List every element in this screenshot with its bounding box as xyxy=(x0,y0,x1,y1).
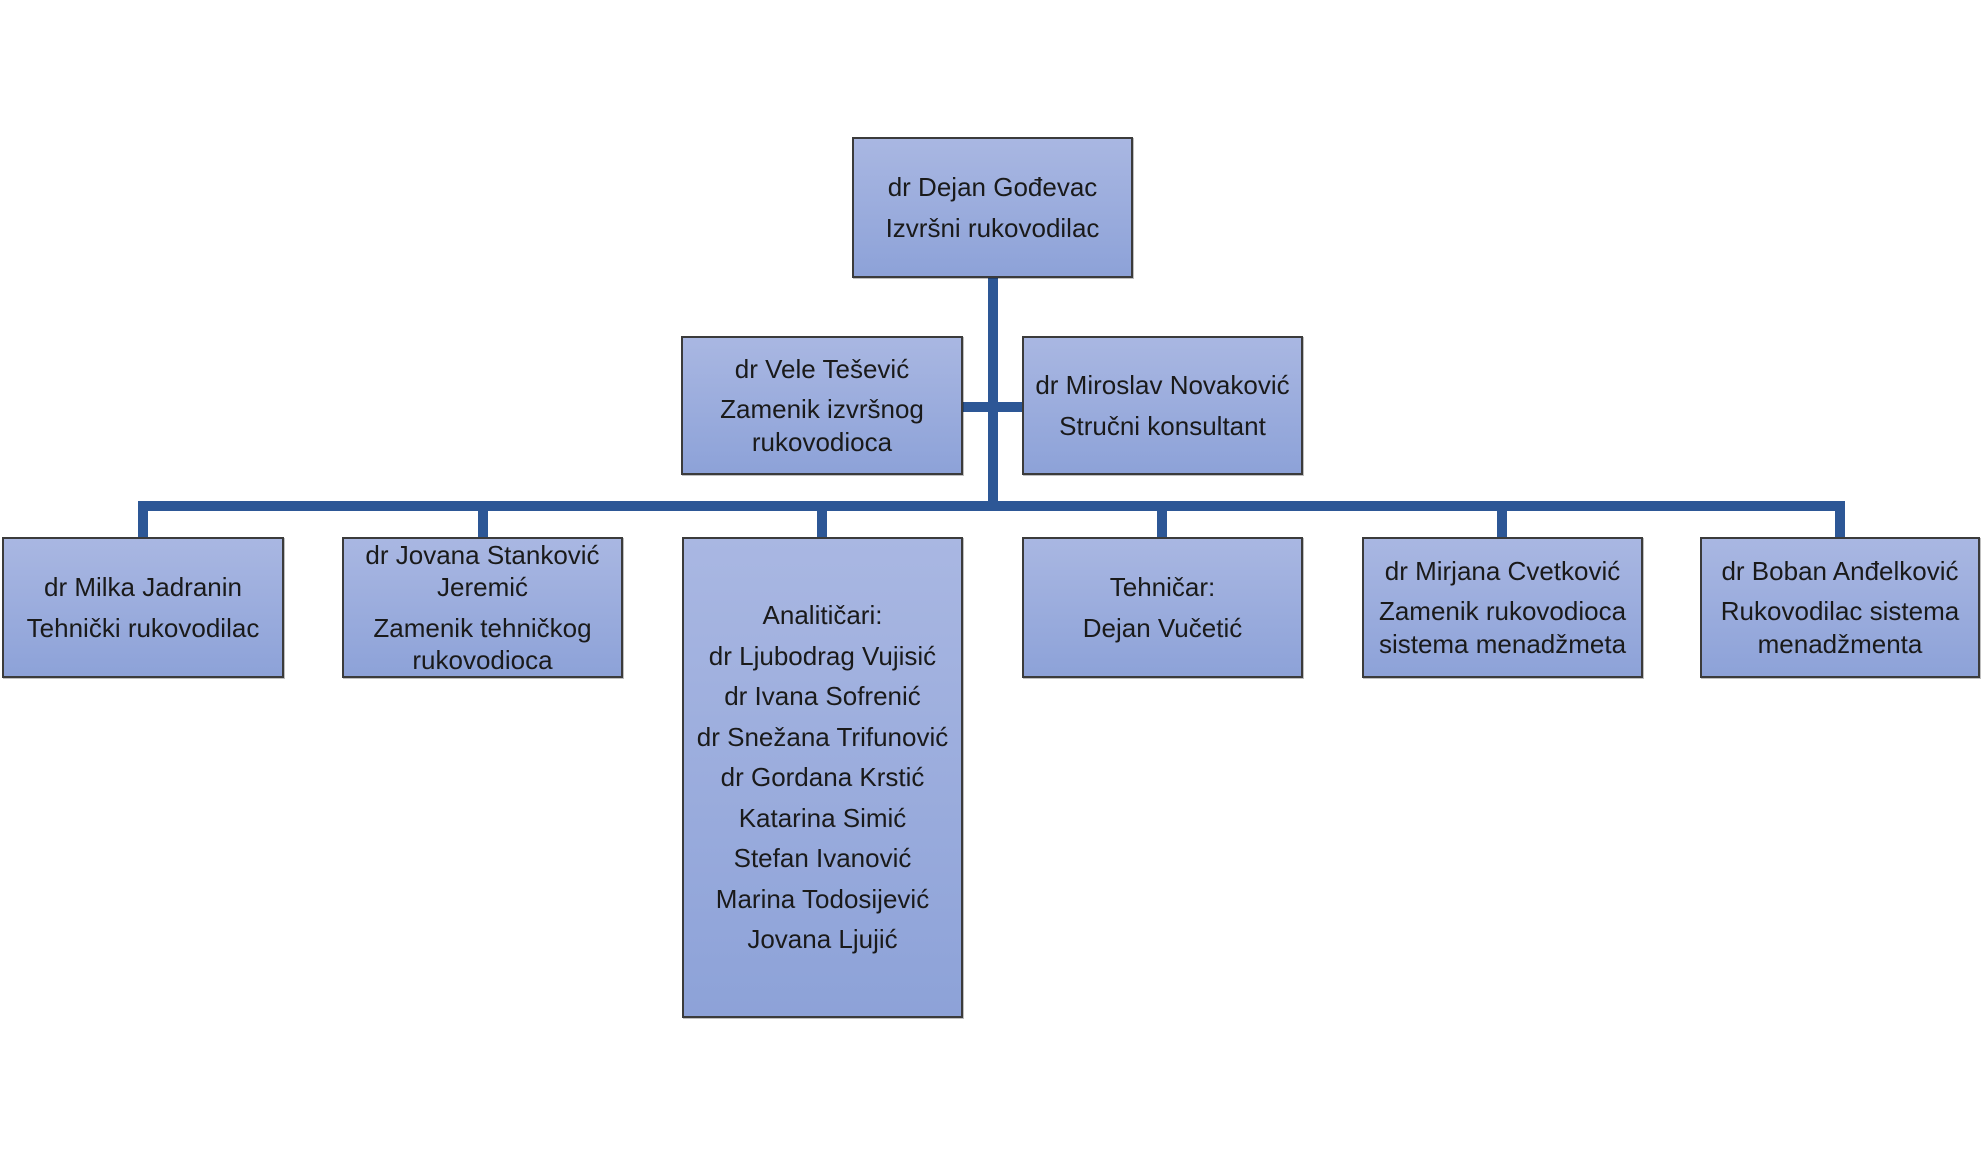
text-line: Tehnički rukovodilac xyxy=(26,612,260,643)
text-line: dr Milka Jadranin xyxy=(44,572,242,602)
text-line: dr Jovana Stanković Jeremić xyxy=(365,539,600,603)
text-line: Tehničar: xyxy=(1109,572,1216,602)
connector-stub-technical-manager xyxy=(138,510,148,537)
text-line: dr Dejan Gođevac xyxy=(887,172,1098,202)
text-line: dr Vele Tešević xyxy=(734,353,910,384)
text-line: Jovana Ljujić xyxy=(747,924,898,955)
connector-stub-deputy-technical-manager xyxy=(478,510,488,537)
connector-stub-technician xyxy=(1157,510,1167,537)
text-line: Katarina Simić xyxy=(738,802,907,833)
text-line: Zamenik izvršnog rukovodioca xyxy=(720,394,924,457)
text-line: dr Ljubodrag Vujisić xyxy=(708,640,937,671)
text-line: Zamenik rukovodioca sistema menadžmeta xyxy=(1378,596,1627,659)
org-node-analysts: Analitičari: dr Ljubodrag Vujisić dr Ivana… xyxy=(682,537,963,1018)
connector-assistants-crossbar xyxy=(963,402,1022,412)
connector-stub-qms-manager xyxy=(1835,510,1845,537)
org-node-technician: Tehničar: Dejan Vučetić xyxy=(1022,537,1303,678)
text-line: Dejan Vučetić xyxy=(1082,612,1243,643)
text-line: Marina Todosijević xyxy=(715,883,930,914)
text-line: dr Gordana Krstić xyxy=(720,762,925,793)
connector-stub-analysts xyxy=(817,510,827,537)
text-line: dr Mirjana Cvetković xyxy=(1384,555,1621,586)
text-line: Stefan Ivanović xyxy=(733,843,912,874)
connector-trunk-vertical xyxy=(988,278,998,511)
text-line: dr Miroslav Novaković xyxy=(1035,370,1290,400)
text-line: Analitičari: xyxy=(762,600,883,631)
text-line: Izvršni rukovodilac xyxy=(885,212,1100,243)
text-line: Zamenik tehničkog rukovodioca xyxy=(373,612,592,676)
text-line: dr Ivana Sofrenić xyxy=(724,681,921,712)
text-line: Stručni konsultant xyxy=(1059,410,1266,441)
text-line: dr Snežana Trifunović xyxy=(696,721,949,752)
text-line: Rukovodilac sistema menadžmenta xyxy=(1720,596,1960,659)
text-line: dr Boban Anđelković xyxy=(1721,555,1959,586)
connector-distribution-bar xyxy=(138,501,1845,511)
connector-stub-deputy-qms-manager xyxy=(1497,510,1507,537)
